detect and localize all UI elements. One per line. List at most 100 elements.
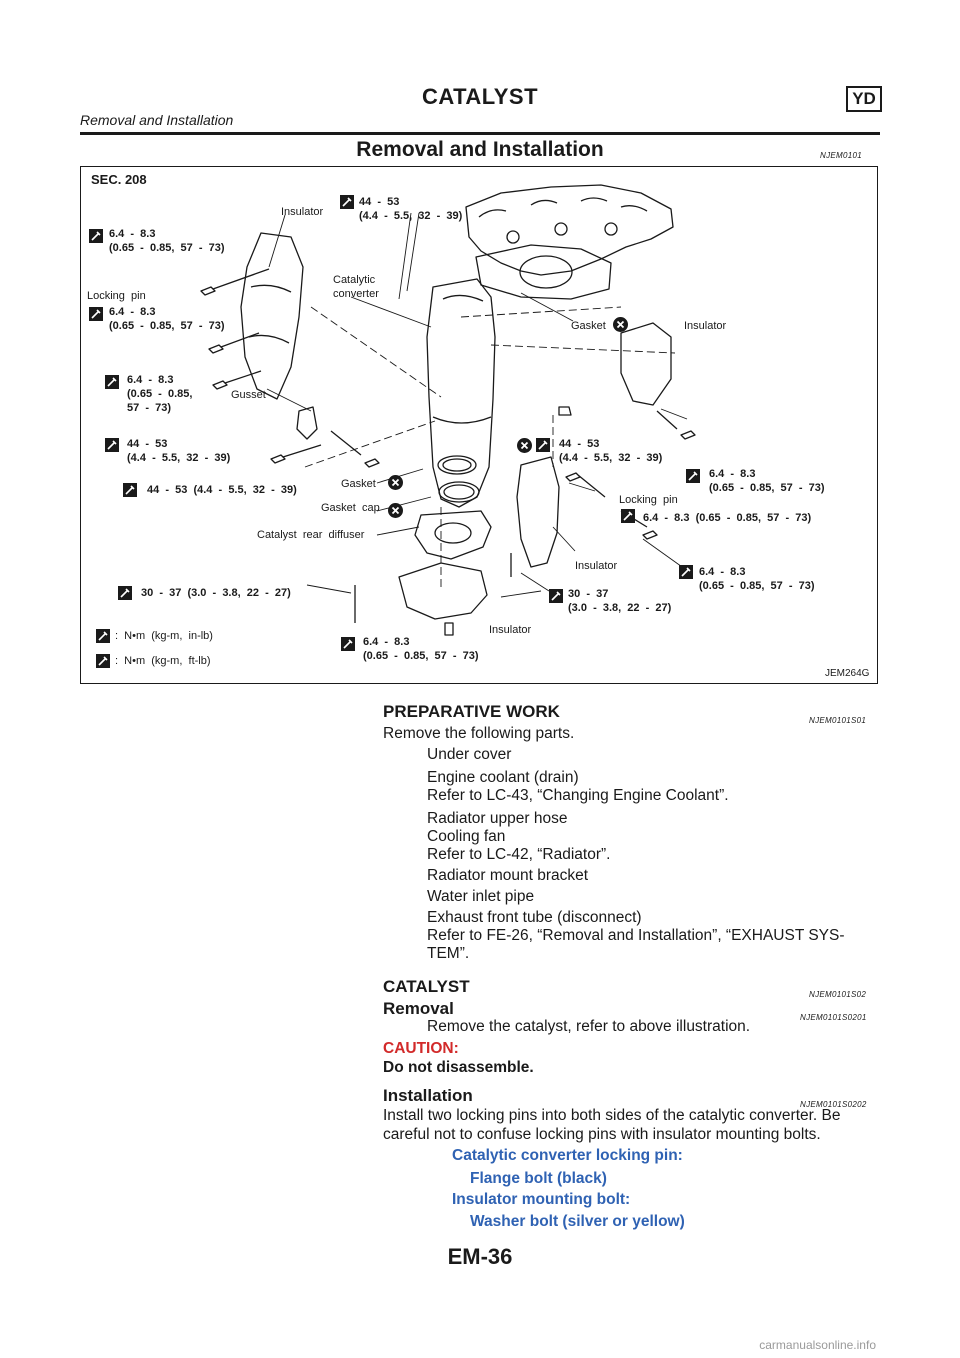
spec-mounting-bolt-value: Washer bolt (silver or yellow)	[470, 1213, 685, 1230]
spec-30-37-left: 30 - 37 (3.0 - 3.8, 22 - 27)	[141, 587, 291, 599]
torque-wrench-icon	[89, 307, 103, 321]
prep-code: NJEM0101S01	[809, 716, 867, 725]
torque-wrench-icon	[340, 195, 354, 209]
spec-locking-pin-value: Flange bolt (black)	[470, 1170, 607, 1187]
align-line-3	[460, 306, 622, 318]
section-number: SEC. 208	[91, 172, 147, 187]
flange-gasket-ring	[519, 255, 573, 289]
manifold-stud-1	[506, 230, 520, 244]
torque-wrench-icon	[536, 438, 550, 452]
label-insulator-right-top: Insulator	[684, 320, 727, 332]
removal-heading: Removal	[383, 999, 454, 1018]
leader-16	[660, 408, 688, 420]
caution-label: CAUTION:	[383, 1040, 459, 1057]
catalyst-exploded-diagram: SEC. 208 Insulator 44 - 53 (4.4 - 5.5, 3…	[80, 166, 878, 684]
engine-badge: YD	[846, 86, 882, 112]
spec-mounting-bolt-label: Insulator mounting bolt:	[452, 1191, 631, 1208]
converter-top-seam	[442, 294, 484, 302]
bolt-d	[270, 444, 322, 464]
spec-44-53-top: 44 - 53 (4.4 - 5.5, 32 - 39)	[359, 196, 463, 222]
left-insulator-shape	[240, 232, 304, 400]
section-code: NJEM0101	[820, 151, 862, 160]
bottom-bolt	[444, 622, 454, 636]
spec-44-53-left: 44 - 53 (4.4 - 5.5, 32 - 39)	[127, 438, 231, 464]
prep-intro: Remove the following parts.	[383, 725, 575, 742]
label-insulator-bottom: Insulator	[489, 624, 532, 636]
bolt-f	[565, 472, 606, 498]
gasket-ring-1	[437, 455, 477, 475]
removal-text: Remove the catalyst, refer to above illu…	[427, 1018, 751, 1035]
torque-wrench-icon	[96, 629, 110, 643]
leader-6	[266, 388, 312, 412]
catalyst-code: NJEM0101S02	[809, 990, 867, 999]
bolt-e	[330, 430, 380, 468]
torque-wrench-icon	[89, 229, 103, 243]
label-insulator-top: Insulator	[281, 206, 324, 218]
leader-7	[376, 468, 424, 484]
section-title: Removal and Installation	[356, 138, 604, 161]
torque-wrench-icon	[96, 654, 110, 668]
installation-code: NJEM0101S0202	[800, 1100, 867, 1109]
torque-wrench-icon	[105, 375, 119, 389]
catalyst-heading: CATALYST	[383, 977, 470, 996]
bolt-c	[212, 370, 262, 390]
leader-2	[398, 212, 412, 300]
diagram-drawing	[200, 184, 696, 636]
leader-10	[306, 584, 352, 594]
leader-3	[406, 212, 420, 292]
header-divider	[80, 132, 880, 135]
label-gusset: Gusset	[231, 389, 266, 401]
gusset-shape	[296, 406, 318, 440]
spec-6-4-a: 6.4 - 8.3 (0.65 - 0.85, 57 - 73)	[109, 228, 225, 254]
leader-12	[568, 482, 596, 492]
torque-wrench-icon	[686, 469, 700, 483]
label-catalyst-rear-diffuser: Catalyst rear diffuser	[257, 529, 365, 541]
right-insulator-shape	[620, 322, 672, 406]
prep-item-under-cover: Under cover	[427, 746, 512, 763]
torque-wrench-icon	[105, 438, 119, 452]
spec-6-4-e: 6.4 - 8.3 (0.65 - 0.85, 57 - 73)	[643, 512, 812, 524]
spec-44-53-mid: 44 - 53 (4.4 - 5.5, 32 - 39)	[559, 438, 663, 464]
torque-wrench-icon	[118, 586, 132, 600]
page-number: EM-36	[447, 1244, 513, 1269]
bolt-b	[208, 332, 260, 354]
prep-item-cooling-fan: Cooling fan Refer to LC-42, “Radiator”.	[427, 828, 611, 863]
prep-heading: PREPARATIVE WORK	[383, 702, 560, 721]
torque-wrench-icon	[621, 509, 635, 523]
prep-item-exhaust-tube: Exhaust front tube (disconnect) Refer to…	[427, 909, 845, 962]
manifold-ports	[478, 197, 648, 218]
label-locking-pin-left: Locking pin	[87, 290, 146, 302]
leader-5	[520, 292, 574, 322]
spec-6-4-d: 6.4 - 8.3 (0.65 - 0.85, 57 - 73)	[709, 468, 825, 494]
leader-1	[268, 214, 286, 268]
prep-item-mount-bracket: Radiator mount bracket	[427, 867, 589, 884]
manifold-flange	[475, 244, 612, 300]
leader-15	[642, 538, 686, 570]
caution-text: Do not disassemble.	[383, 1059, 534, 1076]
spec-locking-pin-label: Catalytic converter locking pin:	[452, 1147, 683, 1164]
removal-code: NJEM0101S0201	[800, 1013, 867, 1022]
installation-text: Install two locking pins into both sides…	[383, 1107, 841, 1143]
catalytic-converter-body	[426, 278, 496, 508]
watermark: carmanualsonline.info	[759, 1338, 876, 1352]
label-gasket-cap: Gasket cap	[321, 502, 380, 514]
replace-gasket-icon	[517, 438, 532, 453]
spec-6-4-b: 6.4 - 8.3 (0.65 - 0.85, 57 - 73)	[109, 306, 225, 332]
prep-item-coolant: Engine coolant (drain) Refer to LC-43, “…	[427, 769, 729, 804]
manifold-stud-3	[604, 222, 618, 236]
replace-gasket-icon	[388, 503, 403, 518]
converter-mid-seam	[432, 416, 492, 424]
installation-heading: Installation	[383, 1086, 473, 1105]
leader-9	[376, 526, 420, 536]
spec-44-53-single: 44 - 53 (4.4 - 5.5, 32 - 39)	[147, 484, 297, 496]
align-line-4	[490, 344, 676, 354]
torque-wrench-icon	[549, 589, 563, 603]
bolt-g	[656, 410, 696, 440]
mid-insulator-shape	[516, 456, 560, 568]
leader-14	[520, 572, 550, 592]
bolt-a	[200, 268, 270, 296]
label-catalytic-converter: Catalytic converter	[333, 274, 379, 300]
spec-6-4-f: 6.4 - 8.3 (0.65 - 0.85, 57 - 73)	[699, 566, 815, 592]
label-gasket-mid: Gasket	[341, 478, 376, 490]
page-header-title: CATALYST	[421, 84, 539, 109]
